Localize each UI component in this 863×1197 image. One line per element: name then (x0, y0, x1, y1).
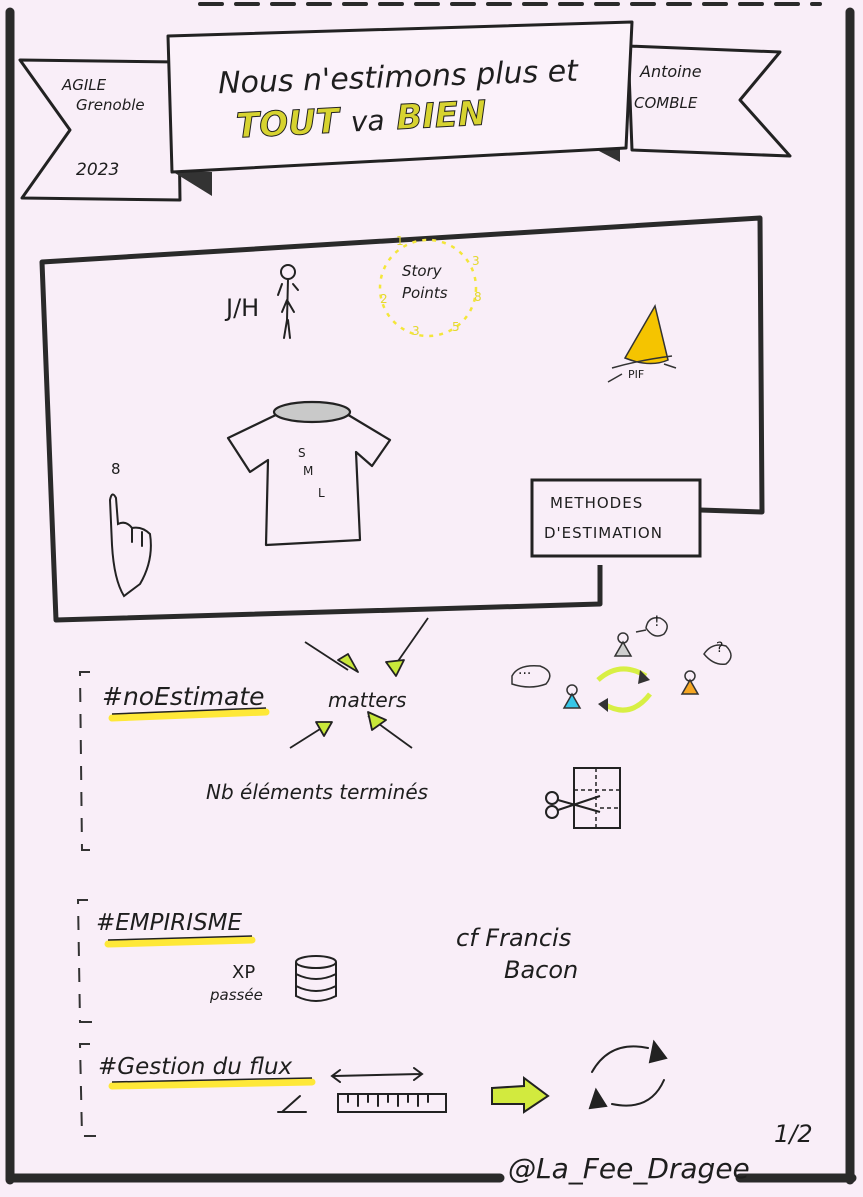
story-point-number: 3 (472, 254, 480, 268)
cf-line2: Bacon (504, 956, 579, 984)
right-ribbon-line1: Antoine (640, 62, 702, 81)
story-point-number: 1 (396, 234, 404, 248)
flux-icons (277, 1039, 668, 1113)
story-point-number: 8 (474, 290, 482, 304)
section-brackets (76, 671, 96, 1137)
methods-label-line2: D'ESTIMATION (544, 524, 663, 542)
page-number: 1/2 (774, 1120, 813, 1148)
title-word-tout: TOUT (235, 101, 341, 147)
tshirt-icon (226, 400, 392, 547)
xp-line2: passée (210, 986, 263, 1004)
stick-figure-icon (277, 264, 299, 339)
right-ribbon (626, 44, 792, 158)
underline-ink (107, 707, 313, 1083)
hashtag-gestion-flux: #Gestion du flux (98, 1054, 293, 1080)
matters-arrows (289, 617, 429, 749)
jh-label: J/H (226, 294, 260, 322)
hashtag-noestimate: #noEstimate (102, 682, 265, 711)
story-points-line1: Story (402, 262, 442, 280)
matters-label: matters (328, 688, 407, 712)
hashtag-empirisme: #EMPIRISME (96, 910, 243, 936)
cf-line1: cf Francis (456, 924, 572, 952)
title-banner (166, 20, 634, 174)
story-point-number: 2 (380, 292, 388, 306)
methods-label-box (530, 478, 702, 558)
highlight-underlines (104, 708, 316, 1090)
database-icon (295, 955, 337, 1002)
tshirt-size-m: M (303, 464, 314, 478)
finger-count-icon (108, 493, 152, 598)
left-ribbon-year: 2023 (76, 160, 120, 180)
bubble-exclamation: ! (654, 614, 660, 630)
story-point-number: 5 (452, 320, 460, 334)
finger-number: 8 (111, 460, 121, 478)
methods-label-line1: METHODES (550, 494, 644, 512)
team-conversation-icon (511, 616, 732, 713)
bubble-dots: ... (518, 662, 532, 678)
story-points-circle (378, 238, 478, 338)
nb-items-label: Nb éléments terminés (206, 780, 429, 804)
story-point-number: 3 (412, 324, 420, 338)
left-ribbon (18, 58, 182, 202)
xp-line1: XP (232, 962, 256, 983)
signature: @La_Fee_Dragee (508, 1152, 750, 1185)
right-ribbon-line2: COMBLE (634, 94, 698, 112)
ribbon-fold-left (170, 170, 212, 196)
page-frame (5, 2, 857, 1185)
estimation-box-frame (39, 215, 765, 623)
title-word-bien: BIEN (395, 93, 488, 139)
story-points-line2: Points (402, 284, 448, 302)
left-ribbon-line1: AGILE (62, 76, 107, 94)
pif-label: PIF (628, 368, 645, 381)
nose-icon (607, 303, 677, 383)
title-word-va: va (349, 103, 386, 139)
split-story-icon (545, 767, 621, 829)
bubble-question: ? (716, 640, 724, 656)
flow-arrow-icon (491, 1076, 550, 1114)
tshirt-size-l: L (318, 486, 325, 500)
tshirt-size-s: S (298, 446, 306, 460)
left-ribbon-line2: Grenoble (76, 96, 145, 114)
